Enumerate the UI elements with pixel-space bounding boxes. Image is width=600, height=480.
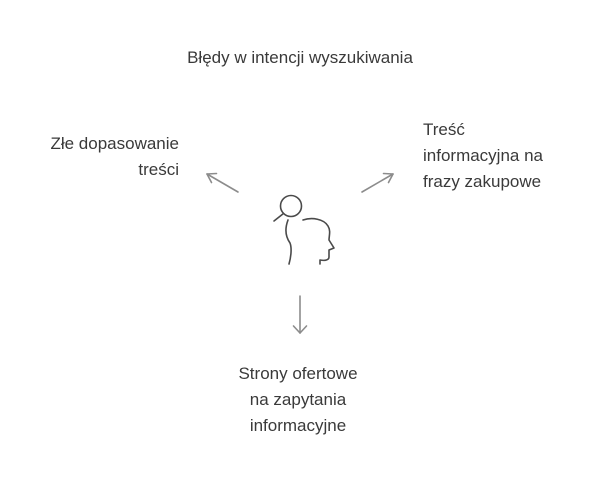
- node-right-line: frazy zakupowe: [423, 172, 542, 191]
- node-bottom-line: Strony ofertowe: [238, 364, 358, 383]
- diagram-title: Błędy w intencji wyszukiwania: [187, 48, 413, 67]
- node-right-line: Treść: [423, 120, 465, 139]
- node-right-line: informacyjna na: [423, 146, 544, 165]
- node-bottom-line: na zapytania: [249, 390, 347, 409]
- arrow-right: [361, 172, 394, 193]
- head-search-icon: [273, 194, 335, 265]
- node-left-line: Złe dopasowanie: [50, 134, 179, 153]
- node-left-line: treści: [138, 160, 179, 179]
- node-right: Treść informacyjna na frazy zakupowe: [423, 117, 593, 195]
- node-left: Złe dopasowanie treści: [0, 131, 179, 183]
- node-bottom: Strony ofertowe na zapytania informacyjn…: [198, 361, 398, 439]
- arrow-down: [292, 295, 308, 334]
- arrow-left: [206, 172, 239, 193]
- node-bottom-line: informacyjne: [249, 416, 347, 435]
